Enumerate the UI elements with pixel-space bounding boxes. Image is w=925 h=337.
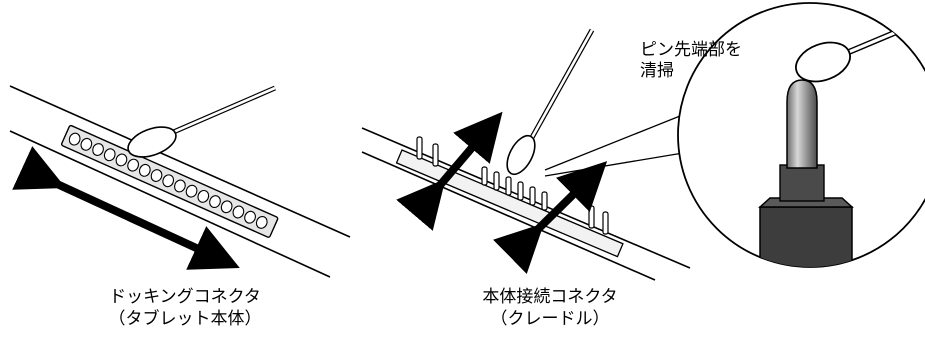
zoom-leader-line: [544, 111, 691, 171]
clean-pin-tip-callout: ピン先端部を 清掃: [640, 40, 742, 82]
slide-direction-arrow: [12, 146, 240, 270]
pin-tip: [786, 79, 818, 169]
cradle-connector-illustration: [361, 28, 691, 281]
caption-line: 本体接続コネクタ: [482, 287, 618, 307]
tablet-edge-line: [9, 85, 351, 238]
contact-hole: [244, 210, 256, 224]
slide-direction-arrow: [493, 161, 608, 274]
pin-collar: [779, 164, 825, 202]
tablet-edge-line: [9, 130, 331, 278]
caption-line: ドッキングコネクタ: [109, 287, 261, 307]
pin-tip-zoom-view: [677, 2, 925, 268]
slide-direction-arrow: [396, 111, 503, 231]
callout-line: ピン先端部を: [640, 40, 742, 60]
swab-cotton-tip: [795, 41, 851, 83]
callout-line: 清掃: [640, 61, 674, 81]
pin-housing: [759, 206, 853, 267]
tablet-connector-caption: ドッキングコネクタ （タブレット本体）: [55, 286, 315, 330]
contact-hole: [255, 215, 268, 229]
tablet-docking-connector-illustration: [9, 85, 351, 278]
caption-line: （クレードル）: [490, 309, 610, 329]
cradle-connector-caption: 本体接続コネクタ （クレードル）: [430, 286, 670, 330]
zoom-leader-line: [544, 152, 684, 177]
contact-hole: [68, 132, 81, 146]
caption-line: （タブレット本体）: [108, 309, 262, 329]
swab-cotton-tip: [506, 134, 536, 176]
